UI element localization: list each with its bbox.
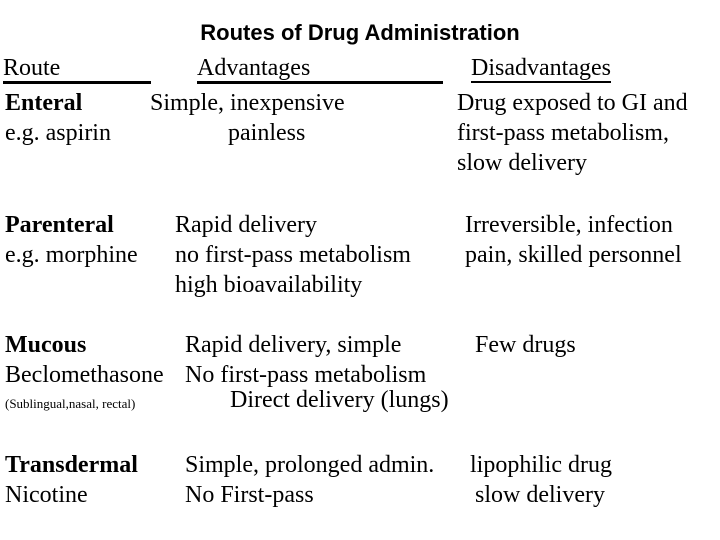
route-example-enteral: e.g. aspirin [5, 120, 111, 146]
column-header-disadvantages: Disadvantages [471, 55, 611, 83]
mucous-disadvantage-line-1: Few drugs [475, 332, 576, 358]
route-name-parenteral: Parenteral [5, 212, 114, 238]
parenteral-advantage-line-1: Rapid delivery [175, 212, 317, 238]
route-example-transdermal: Nicotine [5, 482, 88, 508]
transdermal-disadvantage-line-2: slow delivery [475, 482, 605, 508]
parenteral-advantage-line-3: high bioavailability [175, 272, 363, 298]
enteral-disadvantage-line-2: first-pass metabolism, [457, 120, 669, 146]
enteral-advantage-line-2: painless [228, 120, 306, 146]
transdermal-advantage-line-1: Simple, prolonged admin. [185, 452, 435, 478]
parenteral-disadvantage-line-2: pain, skilled personnel [465, 242, 682, 268]
column-header-route: Route [3, 55, 151, 84]
parenteral-advantage-line-2: no first-pass metabolism [175, 242, 411, 268]
transdermal-advantage-line-2: No First-pass [185, 482, 314, 508]
parenteral-disadvantage-line-1: Irreversible, infection [465, 212, 673, 238]
enteral-disadvantage-line-1: Drug exposed to GI and [457, 90, 688, 116]
route-name-mucous: Mucous [5, 332, 87, 358]
mucous-route-note: (Sublingual,nasal, rectal) [5, 396, 136, 411]
route-name-enteral: Enteral [5, 90, 83, 116]
route-example-mucous: Beclomethasone [5, 362, 164, 388]
mucous-advantage-line-2: No first-pass metabolism [185, 362, 427, 388]
column-header-advantages: Advantages [197, 55, 443, 84]
enteral-advantage-line-1: Simple, inexpensive [150, 90, 345, 116]
route-name-transdermal: Transdermal [5, 452, 138, 478]
mucous-advantage-line-3: Direct delivery (lungs) [230, 387, 449, 413]
enteral-disadvantage-line-3: slow delivery [457, 150, 587, 176]
route-example-parenteral: e.g. morphine [5, 242, 138, 268]
mucous-advantage-line-1: Rapid delivery, simple [185, 332, 402, 358]
slide-title: Routes of Drug Administration [200, 20, 520, 45]
transdermal-disadvantage-line-1: lipophilic drug [470, 452, 612, 478]
